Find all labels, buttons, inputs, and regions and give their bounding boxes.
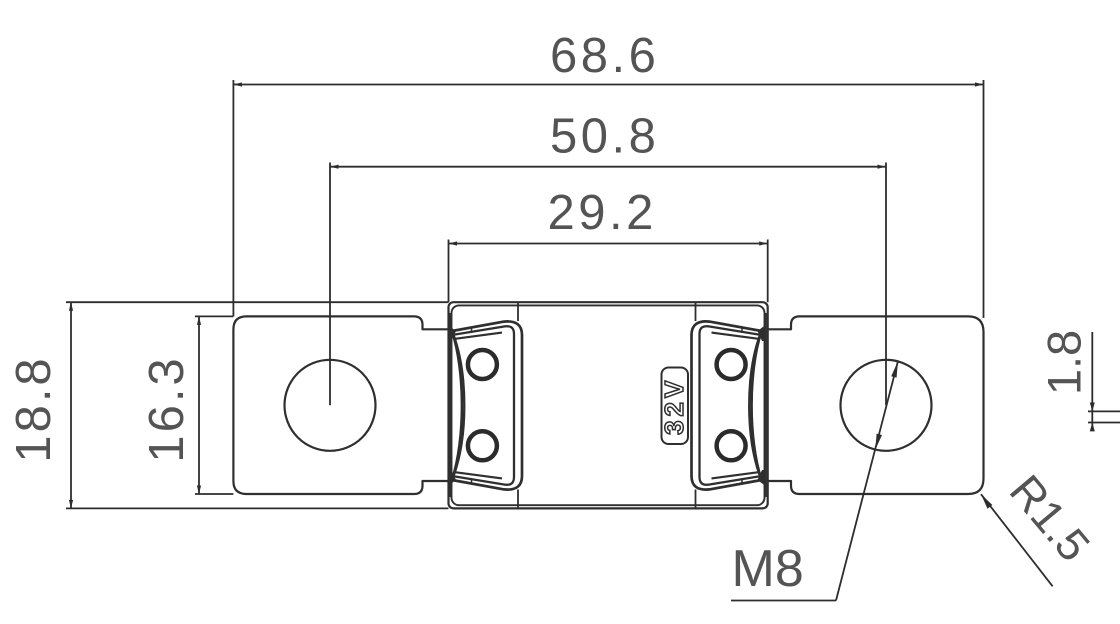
svg-text:32V: 32V bbox=[659, 377, 689, 435]
svg-text:50.8: 50.8 bbox=[550, 110, 659, 164]
svg-text:18.8: 18.8 bbox=[7, 355, 61, 462]
svg-text:29.2: 29.2 bbox=[548, 186, 657, 240]
svg-text:1.8: 1.8 bbox=[1038, 330, 1091, 395]
svg-text:16.3: 16.3 bbox=[140, 355, 194, 462]
svg-text:68.6: 68.6 bbox=[550, 29, 659, 83]
svg-text:M8: M8 bbox=[732, 540, 804, 598]
